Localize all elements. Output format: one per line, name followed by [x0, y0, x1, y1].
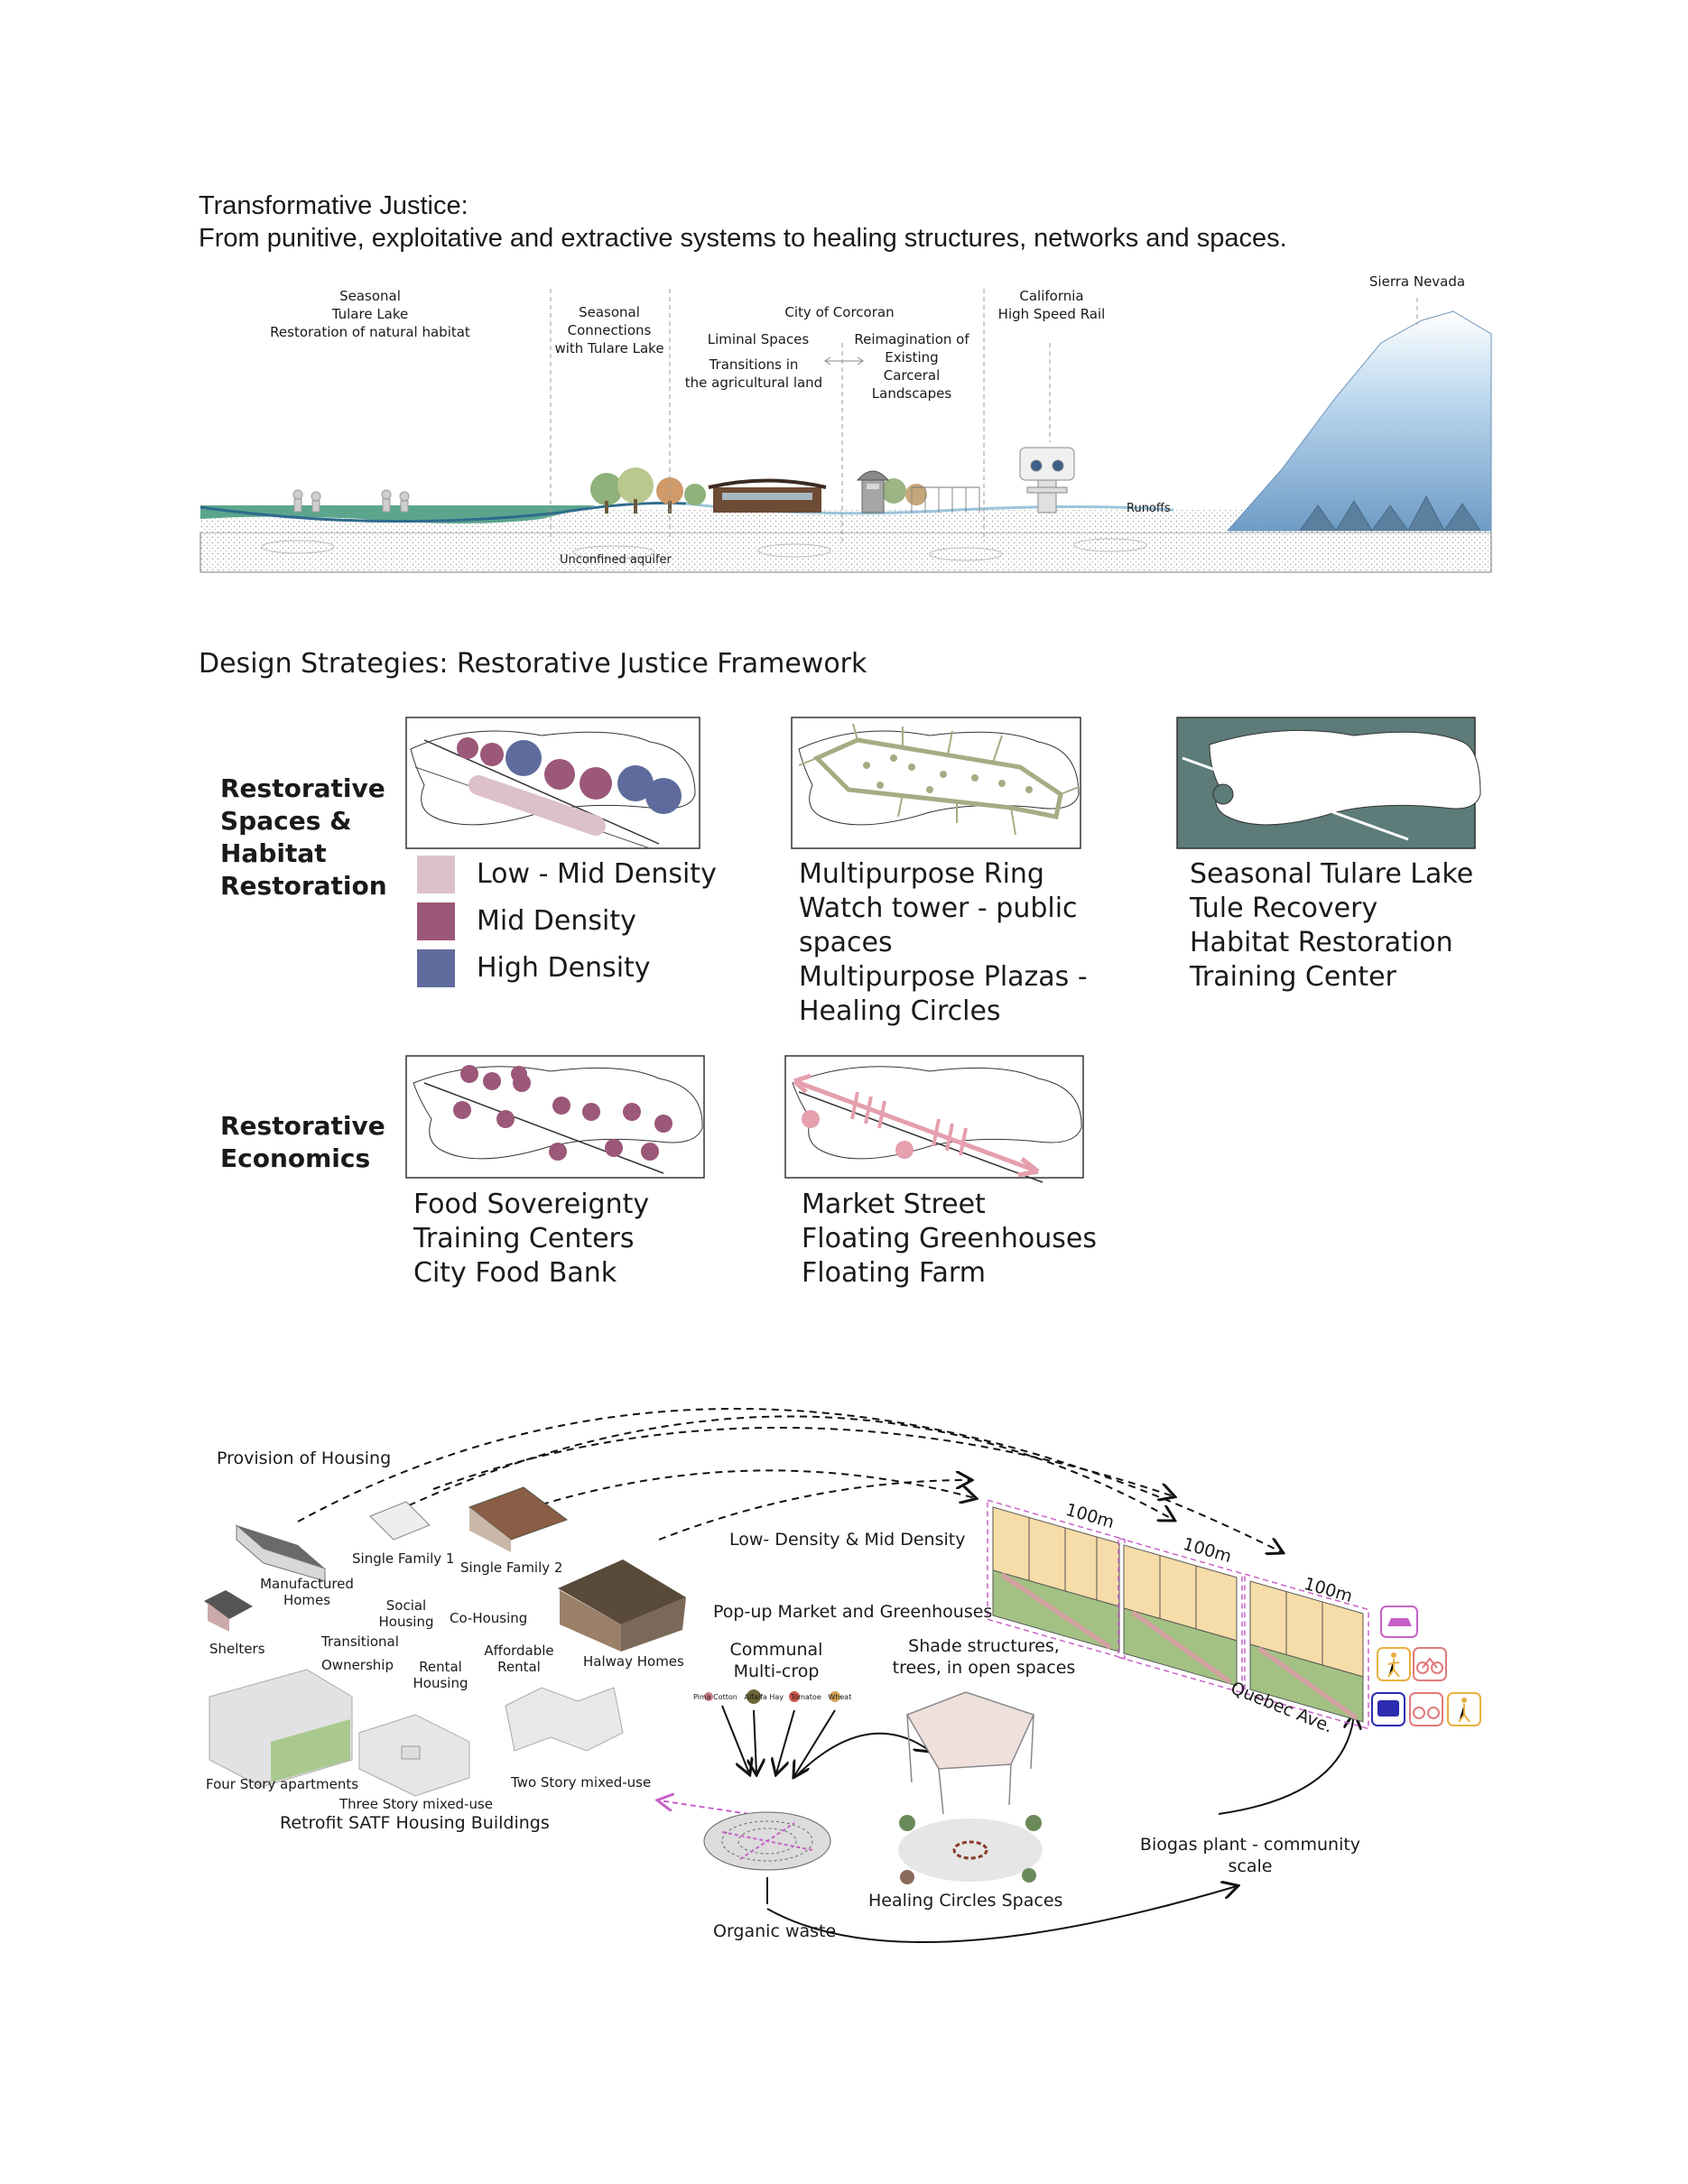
pedestrian-icon — [1388, 1652, 1399, 1677]
three-story-icon — [359, 1715, 469, 1796]
label-ownership: Ownership — [321, 1657, 394, 1673]
single-family-1-icon — [370, 1502, 430, 1540]
label-biogas: Biogas plant - community scale — [1119, 1834, 1381, 1877]
label-retrofit: Retrofit SATF Housing Buildings — [280, 1812, 550, 1834]
label-cohousing: Co-Housing — [450, 1610, 527, 1626]
label-popup: Pop-up Market and Greenhouses — [713, 1601, 992, 1623]
label-healing: Healing Circles Spaces — [868, 1890, 1062, 1911]
halfway-home-icon — [558, 1559, 686, 1652]
label-social: Social Housing — [370, 1597, 442, 1630]
organic-waste-icon — [704, 1812, 830, 1870]
label-single1: Single Family 1 — [352, 1550, 454, 1567]
label-shade: Shade structures, trees, in open spaces — [885, 1635, 1083, 1679]
shade-structure-icon — [907, 1692, 1034, 1814]
label-communal: Communal Multi-crop — [713, 1639, 839, 1682]
crop-label: Alfalfa Hay — [744, 1693, 784, 1701]
label-shelters: Shelters — [209, 1641, 265, 1657]
bicycle-icon — [1417, 1659, 1442, 1673]
label-four-story: Four Story apartments — [206, 1776, 358, 1792]
manufactured-home-icon — [237, 1525, 325, 1581]
label-single2: Single Family 2 — [460, 1559, 562, 1576]
car-icon — [1387, 1618, 1412, 1626]
label-halway: Halway Homes — [583, 1653, 684, 1670]
crop-labels: Pima Cotton Alfalfa Hay Tomatoe Wheat — [693, 1693, 874, 1701]
quebec-blocks — [988, 1500, 1368, 1728]
label-rental: Rental Housing — [404, 1659, 477, 1691]
single-family-2-icon — [469, 1487, 567, 1552]
bicycle-icon — [1414, 1707, 1439, 1718]
label-organic: Organic waste — [713, 1920, 836, 1942]
crop-label: Wheat — [828, 1693, 851, 1701]
label-three-story: Three Story mixed-use — [339, 1796, 493, 1812]
label-provision: Provision of Housing — [217, 1448, 391, 1469]
two-story-icon — [505, 1688, 623, 1751]
four-story-icon — [209, 1670, 352, 1787]
label-affordable: Affordable Rental — [478, 1643, 560, 1675]
label-two-story: Two Story mixed-use — [511, 1774, 651, 1791]
label-manufactured: Manufactured Homes — [244, 1576, 370, 1608]
bus-icon — [1377, 1700, 1399, 1717]
crop-label: Tomatoe — [791, 1693, 821, 1701]
crop-label: Pima Cotton — [693, 1693, 737, 1701]
label-transitional: Transitional — [321, 1633, 399, 1650]
healing-circle-icon — [898, 1815, 1043, 1884]
label-low-density: Low- Density & Mid Density — [729, 1529, 965, 1550]
pedestrian-icon — [1459, 1698, 1470, 1722]
